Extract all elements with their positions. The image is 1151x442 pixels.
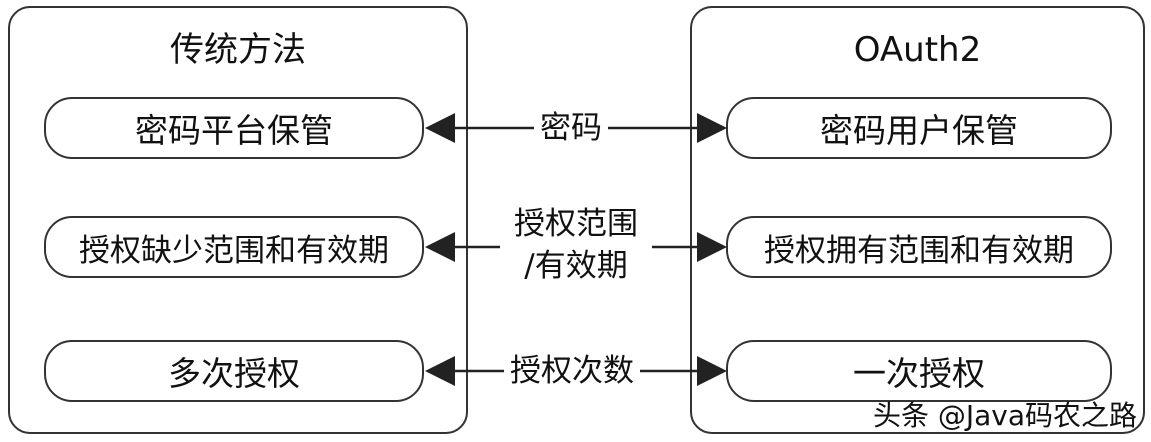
oauth2-title: OAuth2: [853, 30, 982, 70]
right-item-password-user: 密码用户保管: [726, 97, 1112, 159]
connector-label-line: 授权次数: [510, 353, 634, 389]
connector-label-authorization-count: 授权次数: [504, 350, 640, 392]
left-item-multiple-authorization: 多次授权: [44, 340, 424, 402]
left-item-password-platform: 密码平台保管: [44, 97, 424, 159]
left-item-authorization-no-scope: 授权缺少范围和有效期: [44, 216, 424, 278]
right-item-authorization-with-scope: 授权拥有范围和有效期: [726, 216, 1112, 278]
left-item-label: 授权缺少范围和有效期: [79, 232, 389, 269]
connector-label-line: 密码: [540, 110, 602, 146]
left-item-label: 密码平台保管: [135, 111, 333, 150]
connector-label-password: 密码: [534, 107, 608, 149]
right-item-label: 授权拥有范围和有效期: [764, 232, 1074, 269]
right-item-label: 一次授权: [853, 354, 985, 393]
connector-label-scope-validity: 授权范围 /有效期: [500, 203, 652, 287]
watermark: 头条 @Java码农之路: [872, 399, 1137, 432]
traditional-method-title: 传统方法: [170, 30, 306, 70]
right-item-single-authorization: 一次授权: [726, 340, 1112, 402]
connector-label-line: 授权范围: [514, 206, 638, 242]
right-item-label: 密码用户保管: [820, 111, 1018, 150]
connector-label-line: /有效期: [524, 248, 628, 284]
left-item-label: 多次授权: [168, 354, 300, 393]
